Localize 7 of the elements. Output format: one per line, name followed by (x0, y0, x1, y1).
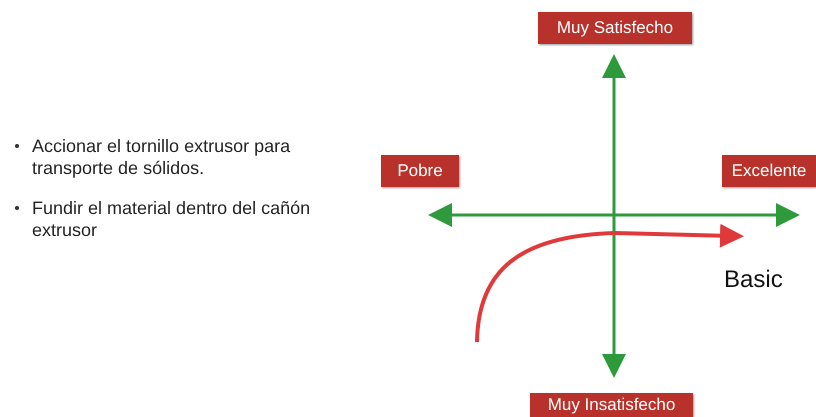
bullet-point-text: Fundir el material dentro del cañón extrusor (32, 197, 312, 241)
axis-label-box: Excelente (722, 155, 816, 187)
bullet-point-text: Accionar el tornillo extrusor para transporte de sólidos. (32, 135, 292, 179)
curve-label: Basic (724, 266, 783, 294)
axis-label-box: Muy Satisfecho (538, 12, 692, 44)
axis-label-box: Pobre (381, 155, 459, 187)
axis-label-box: Muy Insatisfecho (530, 393, 693, 417)
